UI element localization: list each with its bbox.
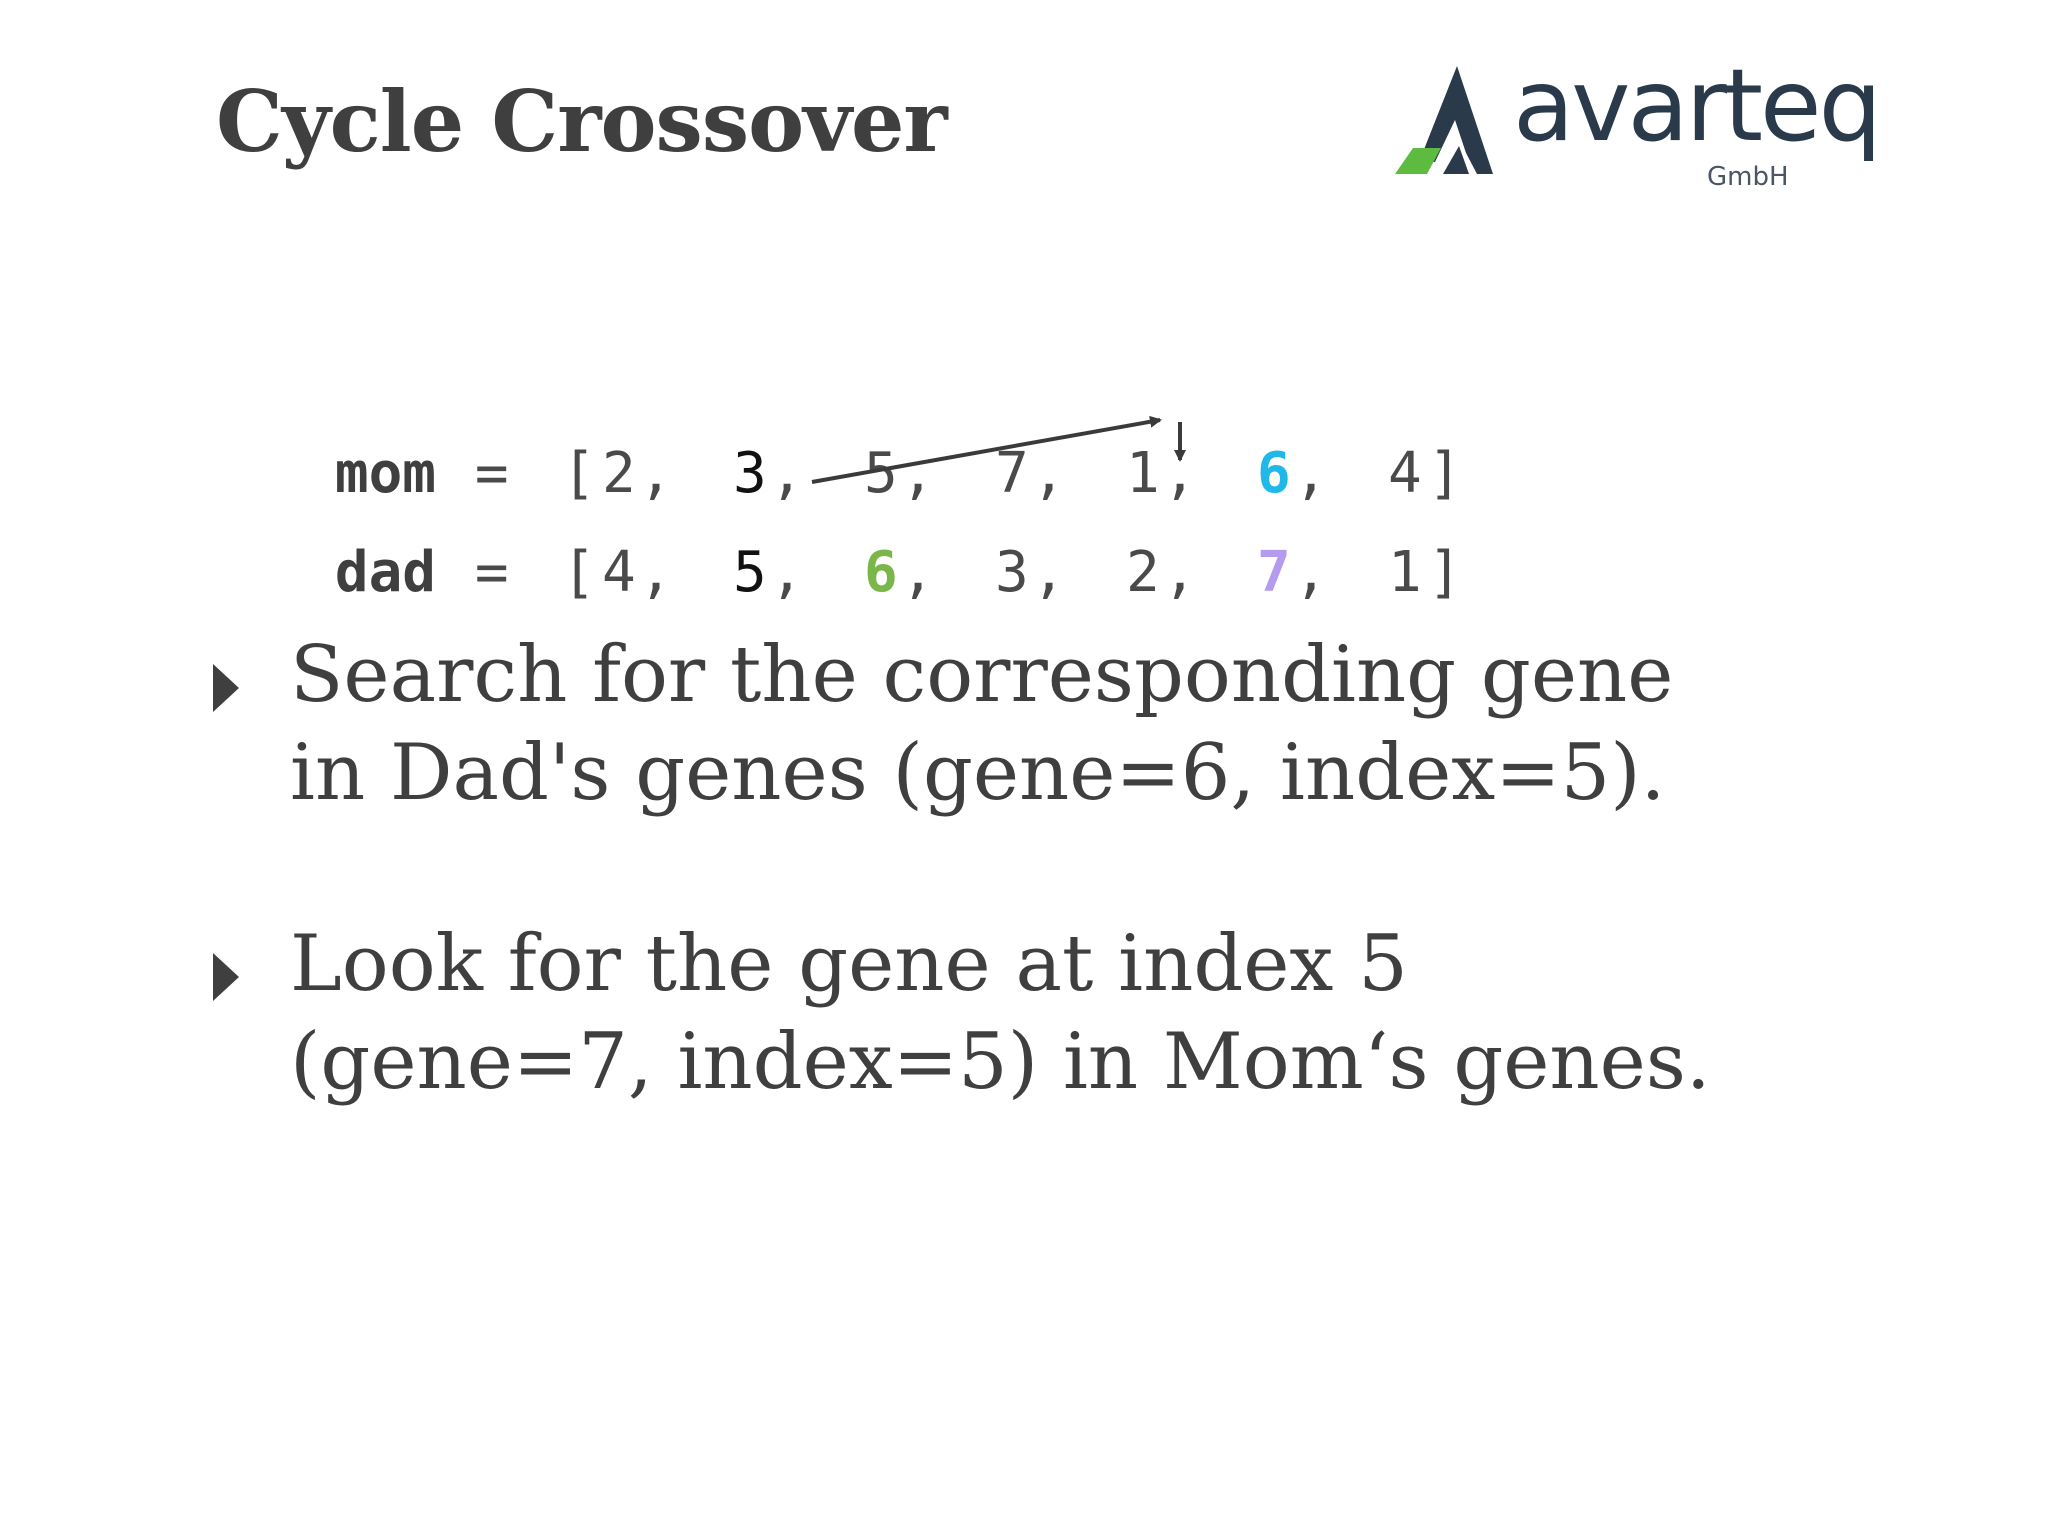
dad-close-bracket: ] [1428,540,1462,605]
bullet-item-2: Look for the gene at index 5 (gene=7, in… [213,915,1716,1111]
mom-gene-6: 4 [1388,441,1422,506]
mom-comma: , [769,441,804,506]
dad-comma: , [769,540,804,605]
dad-equals: = [474,540,509,605]
dad-comma: , [1293,540,1328,605]
dad-comma: , [1031,540,1066,605]
slide-title: Cycle Crossover [216,72,948,171]
mom-comma: , [638,441,673,506]
triangle-right-icon [213,664,239,712]
dad-open-bracket: [ [562,540,596,605]
dad-gene-6: 1 [1388,540,1422,605]
bullet-item-1: Search for the corresponding gene in Dad… [213,626,1716,822]
dad-gene-5-highlighted: 7 [1257,540,1291,605]
mom-comma: , [1293,441,1328,506]
dad-comma: , [1162,540,1197,605]
dad-comma: , [638,540,673,605]
mom-array-line: mom=[2,3,5,7,1,6,4] [200,354,1465,506]
mom-variable: mom [334,441,437,506]
dad-gene-0: 4 [602,540,636,605]
dad-gene-3: 3 [995,540,1029,605]
dad-variable: dad [334,540,437,605]
triangle-right-icon [213,953,239,1001]
mom-gene-5-highlighted: 6 [1257,441,1291,506]
dad-gene-2-highlighted: 6 [864,540,898,605]
dad-gene-1: 5 [733,540,767,605]
mom-open-bracket: [ [562,441,596,506]
logo-subtitle: GmbH [1707,162,1789,192]
bullet-text-1: Search for the corresponding gene in Dad… [290,630,1674,818]
dad-array-line: dad=[4,5,6,3,2,7,1] [200,453,1465,605]
mom-gene-1: 3 [733,441,767,506]
mom-close-bracket: ] [1428,441,1462,506]
avarteq-logo-mark-icon [1395,66,1493,174]
dad-comma: , [900,540,935,605]
avarteq-logo: avarteq GmbH [1395,56,1882,202]
mom-gene-0: 2 [602,441,636,506]
mom-equals: = [474,441,509,506]
logo-wordmark: avarteq [1513,47,1882,164]
bullet-text-2: Look for the gene at index 5 (gene=7, in… [290,919,1711,1107]
dad-gene-4: 2 [1126,540,1160,605]
